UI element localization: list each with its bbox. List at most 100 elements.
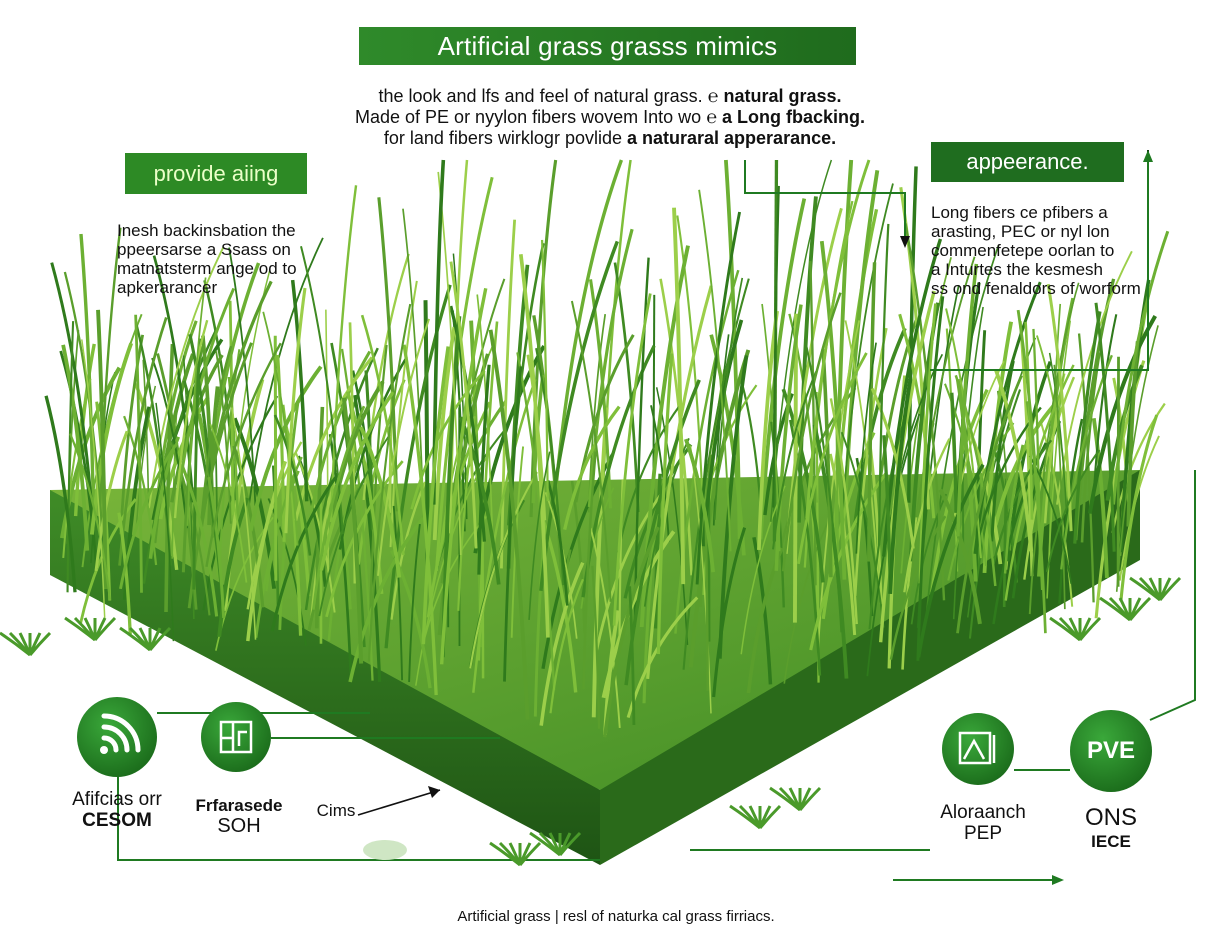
grass-blade [595,489,665,652]
cims-label: Cims [316,801,356,820]
grass-blade [533,543,546,717]
grass-blade [63,271,103,526]
grass-tuft-blade [518,841,542,866]
grass-blade [181,465,219,617]
label-line: Afifcias orr [72,789,162,810]
grass-blade [924,244,1000,623]
grass-blade [591,565,601,729]
grass-blade [819,240,847,580]
grass-blade [633,257,650,627]
grass-blade [1077,333,1095,603]
grass-blade [1119,414,1159,602]
grass-blade [123,415,158,566]
grass-blade [284,287,307,534]
footer-caption: Artificial grass | resl of naturka cal g… [457,908,775,925]
grass-blade [228,247,257,509]
grass-blade [907,166,918,503]
grass-blade [477,364,491,575]
grass-blade [602,526,660,738]
grass-blade [1126,341,1140,527]
grass-blade [503,366,523,682]
grass-blade [457,416,476,611]
grass-blade [688,349,751,668]
leader-lines [117,150,1197,881]
grass-blade [805,159,871,519]
panel-icon [201,702,271,772]
grass-blade [903,438,951,593]
note-right-line: a Inturtes the kesmesh [931,260,1103,279]
grass-blade [458,416,501,585]
grass-blade [94,430,129,572]
grass-blade [528,451,551,620]
grass-blade [689,445,712,714]
grass-blade [758,198,807,540]
grass-blade [676,215,704,507]
grass-blade [217,497,250,637]
grass-blade [62,378,92,558]
grass-blade [319,391,395,571]
pve-badge: PVE [1070,710,1152,792]
grass-blade [938,488,982,625]
note-left-line: matnatsterm ange od to [117,259,297,278]
grass-blade [81,339,106,619]
grass-blade [410,369,486,510]
grass-blade [582,451,597,689]
title-text: Artificial grass grasss mimics [437,30,778,61]
grass-blade [901,517,919,670]
intro-line2-bold: ℮ a Long fbacking. [706,107,865,127]
grass-blade [151,357,188,529]
grass-blade [432,326,457,541]
grass-blade [50,262,96,529]
grass-blade [434,176,494,572]
grass-blade [1003,444,1024,574]
grass-blade [855,457,874,617]
turf-base-side-left [50,490,600,865]
grass-blade [329,380,385,519]
grass-blade [315,406,325,629]
grass-blade [516,352,556,691]
grass-blade [377,318,430,576]
grass-blade [360,314,405,556]
grass-blade [868,446,883,605]
label-line: CESOM [82,810,152,831]
grass-blade [134,314,143,593]
grass-blade [448,159,469,534]
grass-tuft-blade [1128,596,1152,621]
grass-blade [294,452,336,613]
grass-blade [840,431,885,628]
grass-blade [587,228,634,508]
intro-line1: the look and lfs and feel of natural gra… [378,86,703,106]
pve-text: PVE [1086,737,1136,764]
grass-blade [232,445,265,608]
grass-blade [118,316,168,566]
grass-blade [589,527,621,729]
grass-blade [809,472,888,651]
grass-blade [1046,283,1073,532]
grass-blade [947,422,1015,581]
intro-line3: for land fibers wirklogr povlide [383,128,622,148]
grass-blade [809,261,817,586]
grass-blade [870,387,915,549]
grass-tuft-blade [1078,616,1102,641]
grass-blade [855,342,877,554]
grass-blade [1053,364,1066,610]
label-line: Aloraanch [940,802,1026,823]
grass-blade [119,334,145,535]
grass-blade [757,310,779,551]
grass-blade [781,388,825,583]
grass-blade [421,346,450,645]
grass-blade [1045,449,1101,573]
grass-blade [950,392,958,513]
grass-blade [877,223,890,546]
grass-blade [910,493,948,625]
grass-blade [1016,309,1044,591]
label-line: IECE [1091,832,1131,851]
grass-blade [781,292,842,572]
grass-blade [262,311,299,546]
grass-blade [698,189,732,552]
grass-blade [304,350,372,540]
intro-text: the look and lfs and feel of natural gra… [290,86,930,149]
grass-blade [539,561,585,726]
grass-blade [990,360,1015,542]
grass-blade [318,434,391,617]
